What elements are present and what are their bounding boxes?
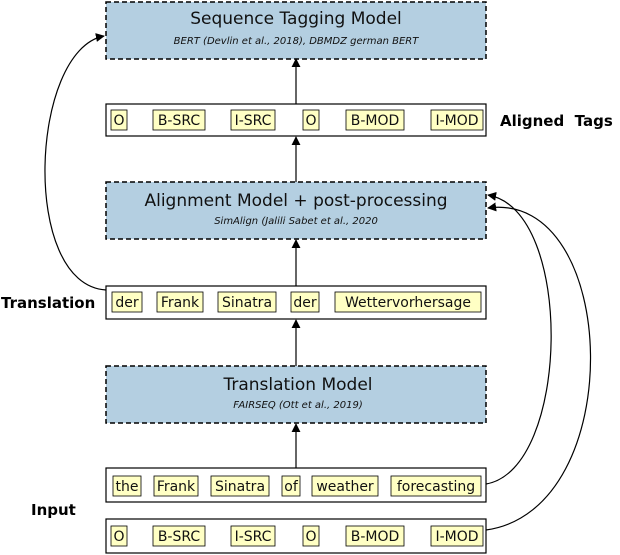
translation-token: Sinatra [222, 295, 272, 311]
input-tag-token-box [110, 525, 128, 547]
input-tag-token-box [430, 525, 484, 547]
input-token-box [153, 475, 199, 497]
translation-label: Translation [1, 294, 95, 312]
input-token: Frank [157, 479, 196, 495]
alignment-model-title: Alignment Model + post-processing [144, 191, 447, 211]
input-tag-token: B-MOD [351, 529, 400, 545]
input-token-box [210, 475, 270, 497]
aligned-tag-token: O [113, 113, 124, 129]
sequence-tagging-model-box: Sequence Tagging Model BERT (Devlin et a… [105, 1, 487, 60]
aligned-tag-token-box [345, 109, 405, 131]
alignment-model-box: Alignment Model + post-processing SimAli… [105, 181, 487, 240]
input-token: of [284, 479, 299, 495]
tagging-model-title: Sequence Tagging Model [190, 9, 402, 29]
aligned-tag-token-box [152, 109, 206, 131]
translation-token-box [217, 291, 277, 313]
input-token-box [311, 475, 379, 497]
translation-token-box [290, 291, 320, 313]
translation-row: der Frank Sinatra der Wettervorhersage [105, 285, 487, 320]
aligned-tag-token: I-MOD [435, 113, 478, 129]
input-token-box [390, 475, 482, 497]
arrow-inputtags-to-alignment [485, 202, 592, 531]
translation-token: Wettervorhersage [345, 295, 471, 311]
input-token: weather [316, 479, 374, 495]
aligned-tag-token-box [430, 109, 484, 131]
input-token: the [116, 479, 139, 495]
input-tag-token-box [345, 525, 405, 547]
translation-model-subtitle: FAIRSEQ (Ott et al., 2019) [233, 400, 362, 411]
curved-arrows [44, 33, 592, 531]
input-tag-token: B-SRC [158, 529, 201, 545]
aligned-tags-label: Aligned Tags [500, 112, 613, 130]
translation-token: der [293, 295, 317, 311]
input-token-box [112, 475, 142, 497]
input-token: Sinatra [215, 479, 265, 495]
translation-token-box [156, 291, 204, 313]
input-tag-token: I-MOD [435, 529, 478, 545]
input-label: Input [31, 501, 76, 519]
input-tag-token: O [113, 529, 124, 545]
alignment-model-subtitle: SimAlign (Jalili Sabet et al., 2020 [214, 216, 378, 227]
aligned-tag-token: B-MOD [351, 113, 400, 129]
input-token-box [281, 475, 301, 497]
translation-model-box: Translation Model FAIRSEQ (Ott et al., 2… [105, 365, 487, 424]
translation-token-box [111, 291, 143, 313]
translation-token-box [334, 291, 482, 313]
arrow-translation-to-tagging-model [44, 33, 107, 291]
aligned-tags-row: O B-SRC I-SRC O B-MOD I-MOD [105, 103, 487, 137]
input-tag-token-box [152, 525, 206, 547]
input-tag-token-box [230, 525, 276, 547]
input-tag-token: O [305, 529, 316, 545]
aligned-tag-token-box [110, 109, 128, 131]
translation-token: Frank [161, 295, 200, 311]
aligned-tag-token-box [230, 109, 276, 131]
input-token: forecasting [397, 479, 475, 495]
aligned-tag-token: I-SRC [235, 113, 272, 129]
input-tag-token-box [302, 525, 320, 547]
arrow-input-to-alignment [485, 191, 552, 485]
input-sentence-row: the Frank Sinatra of weather forecasting [105, 467, 487, 503]
aligned-tag-token-box [302, 109, 320, 131]
translation-model-title: Translation Model [222, 375, 372, 395]
tagging-model-subtitle: BERT (Devlin et al., 2018), DBMDZ german… [174, 36, 420, 47]
aligned-tag-token: O [305, 113, 316, 129]
input-tags-row: O B-SRC I-SRC O B-MOD I-MOD [105, 518, 487, 554]
translation-token: der [115, 295, 139, 311]
aligned-tag-token: B-SRC [158, 113, 201, 129]
input-tag-token: I-SRC [235, 529, 272, 545]
